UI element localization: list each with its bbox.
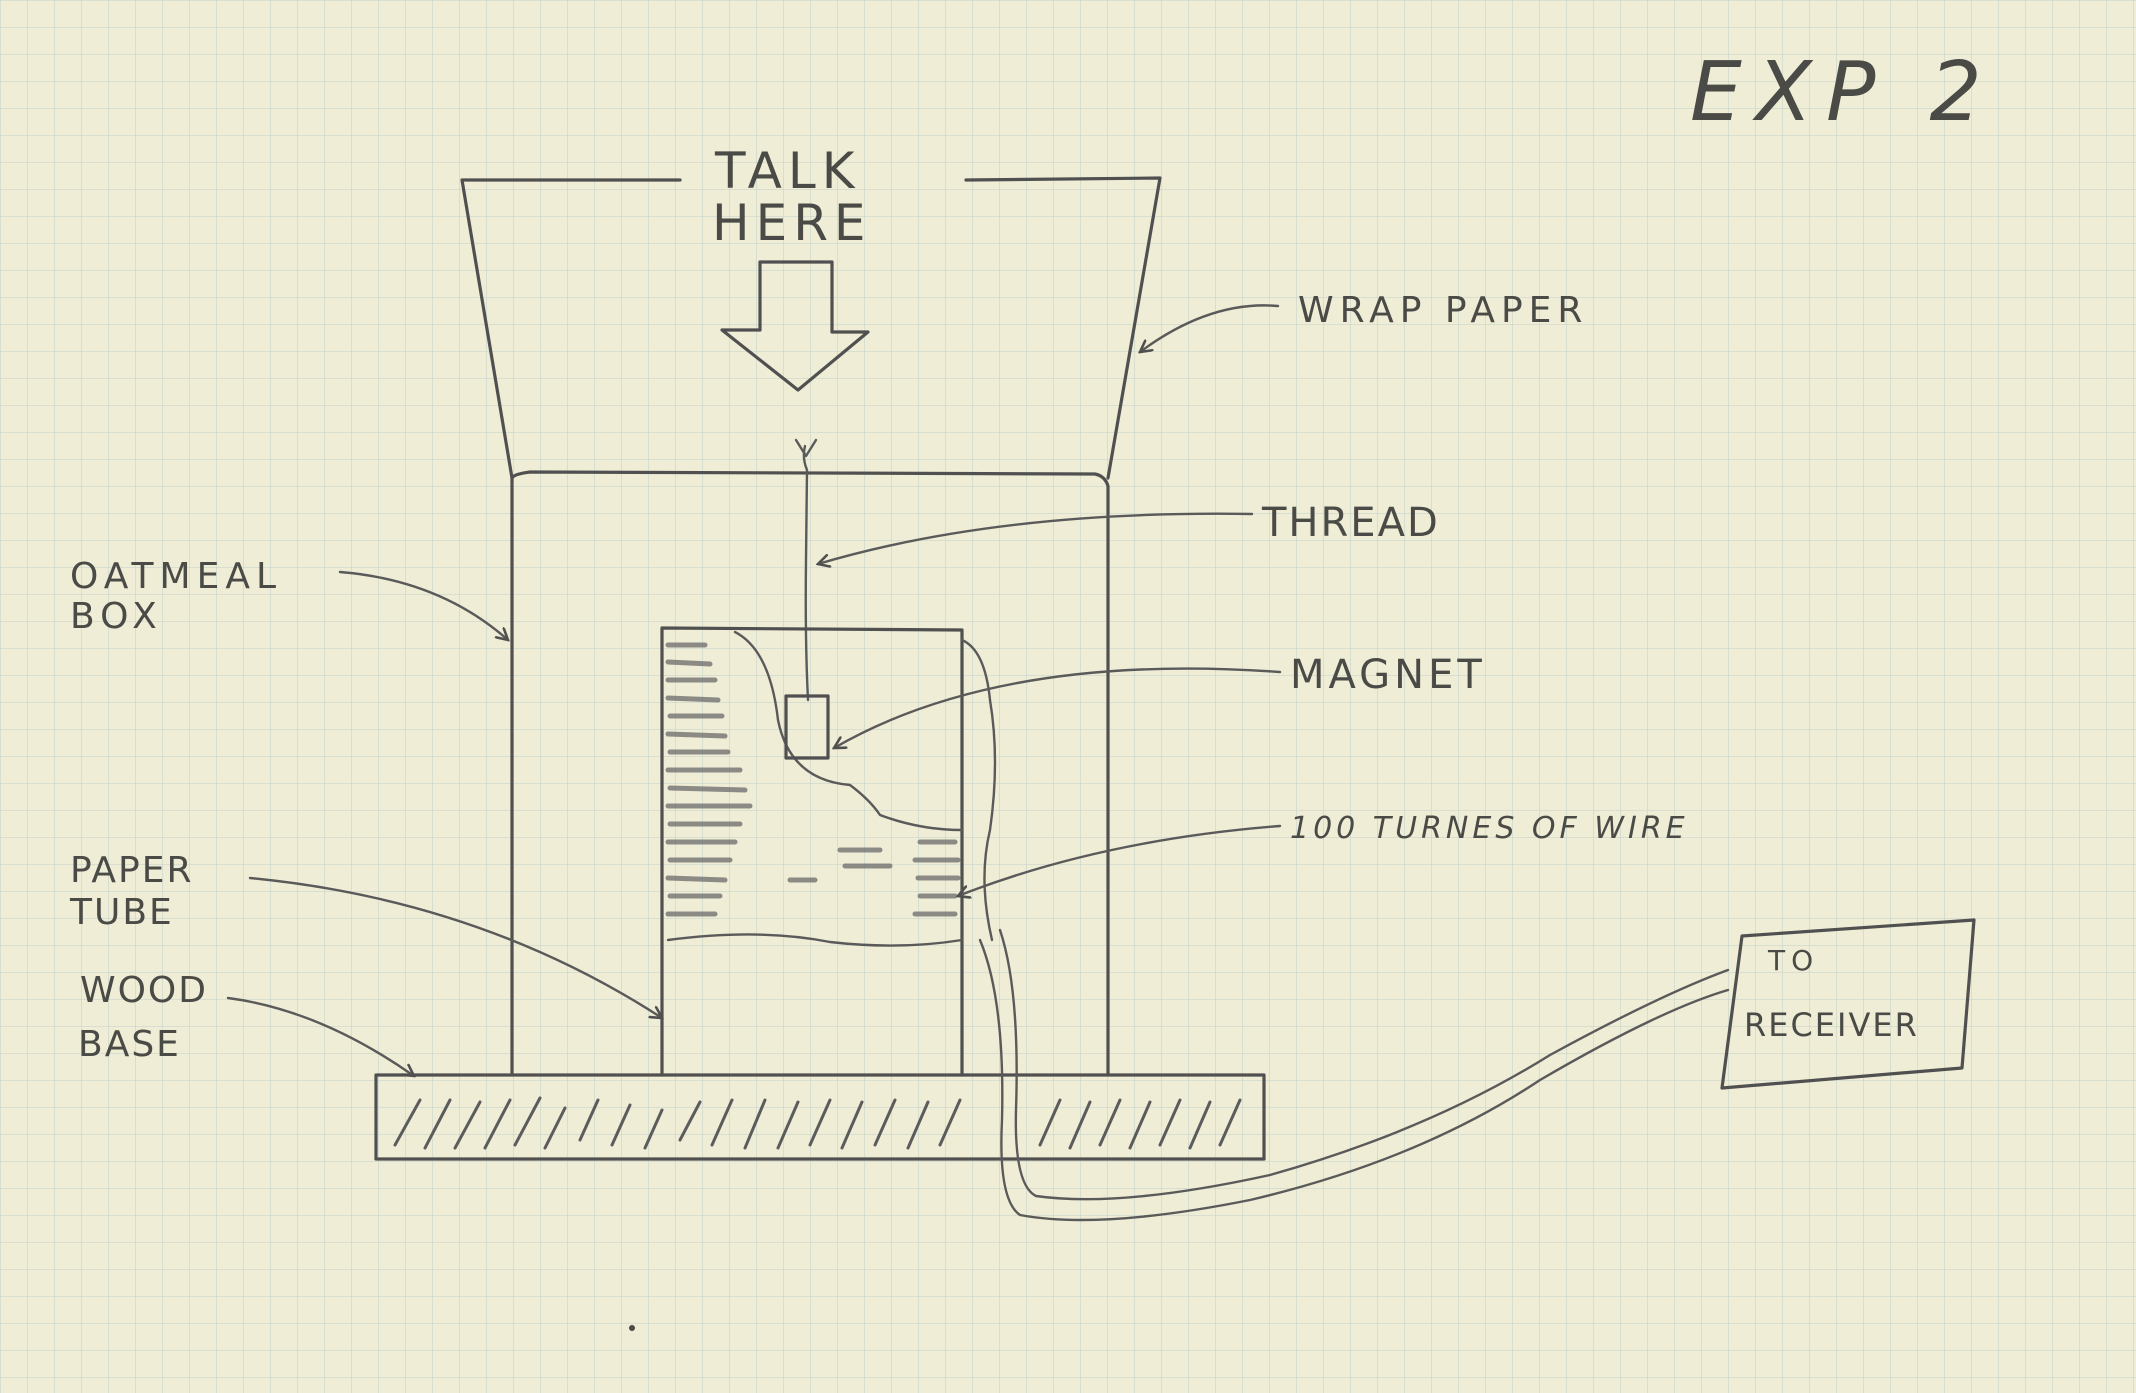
- stray-mark: [629, 1325, 635, 1331]
- wire-coil: [665, 642, 961, 917]
- wood-base-hatching: [393, 1096, 1242, 1150]
- oatmeal-leader: [338, 570, 508, 640]
- thread: [802, 444, 810, 702]
- oatmeal-box: [510, 470, 1110, 1077]
- box-label: BOX: [70, 596, 163, 637]
- wrap-paper-cone: [460, 176, 1162, 480]
- paper-tube-label: PAPER: [70, 850, 194, 891]
- turns-of-wire-label: 100 TURNES OF WIRE: [1290, 811, 1689, 846]
- wood-base: [374, 1073, 1266, 1161]
- base-label: BASE: [78, 1024, 181, 1065]
- tube-label: TUBE: [69, 892, 174, 933]
- talk-here-arrow: [720, 260, 870, 392]
- talk-label: TALK: [714, 142, 861, 200]
- lead-wire-inner: [998, 928, 1730, 1201]
- magnet-label: MAGNET: [1290, 652, 1486, 698]
- coil-cutaway: [733, 630, 964, 832]
- paper-tube-inner-wall: [960, 638, 997, 942]
- experiment-title: EXP 2: [1690, 45, 1996, 140]
- turns-of-wire-leader: [958, 824, 1282, 896]
- receiver-to-label: TO: [1767, 944, 1819, 977]
- magnet: [784, 694, 830, 760]
- coil-bottom-edge: [666, 933, 964, 947]
- receiver-label: RECEIVER: [1744, 1006, 1919, 1044]
- magnet-leader: [834, 667, 1282, 748]
- receiver-box: [1720, 918, 1976, 1090]
- wood-label: WOOD: [80, 970, 208, 1011]
- thread-knot: [794, 438, 818, 458]
- oatmeal-label: OATMEAL: [70, 556, 282, 597]
- wrap-paper-label: WRAP PAPER: [1298, 290, 1588, 331]
- thread-label: THREAD: [1261, 500, 1440, 546]
- wood-base-leader: [226, 996, 414, 1076]
- paper-tube-leader: [248, 876, 662, 1018]
- paper-tube: [660, 626, 964, 1077]
- lead-wire-outer: [978, 938, 1730, 1222]
- wrap-paper-leader: [1140, 304, 1280, 352]
- thread-leader: [818, 512, 1254, 564]
- here-label: HERE: [712, 194, 872, 252]
